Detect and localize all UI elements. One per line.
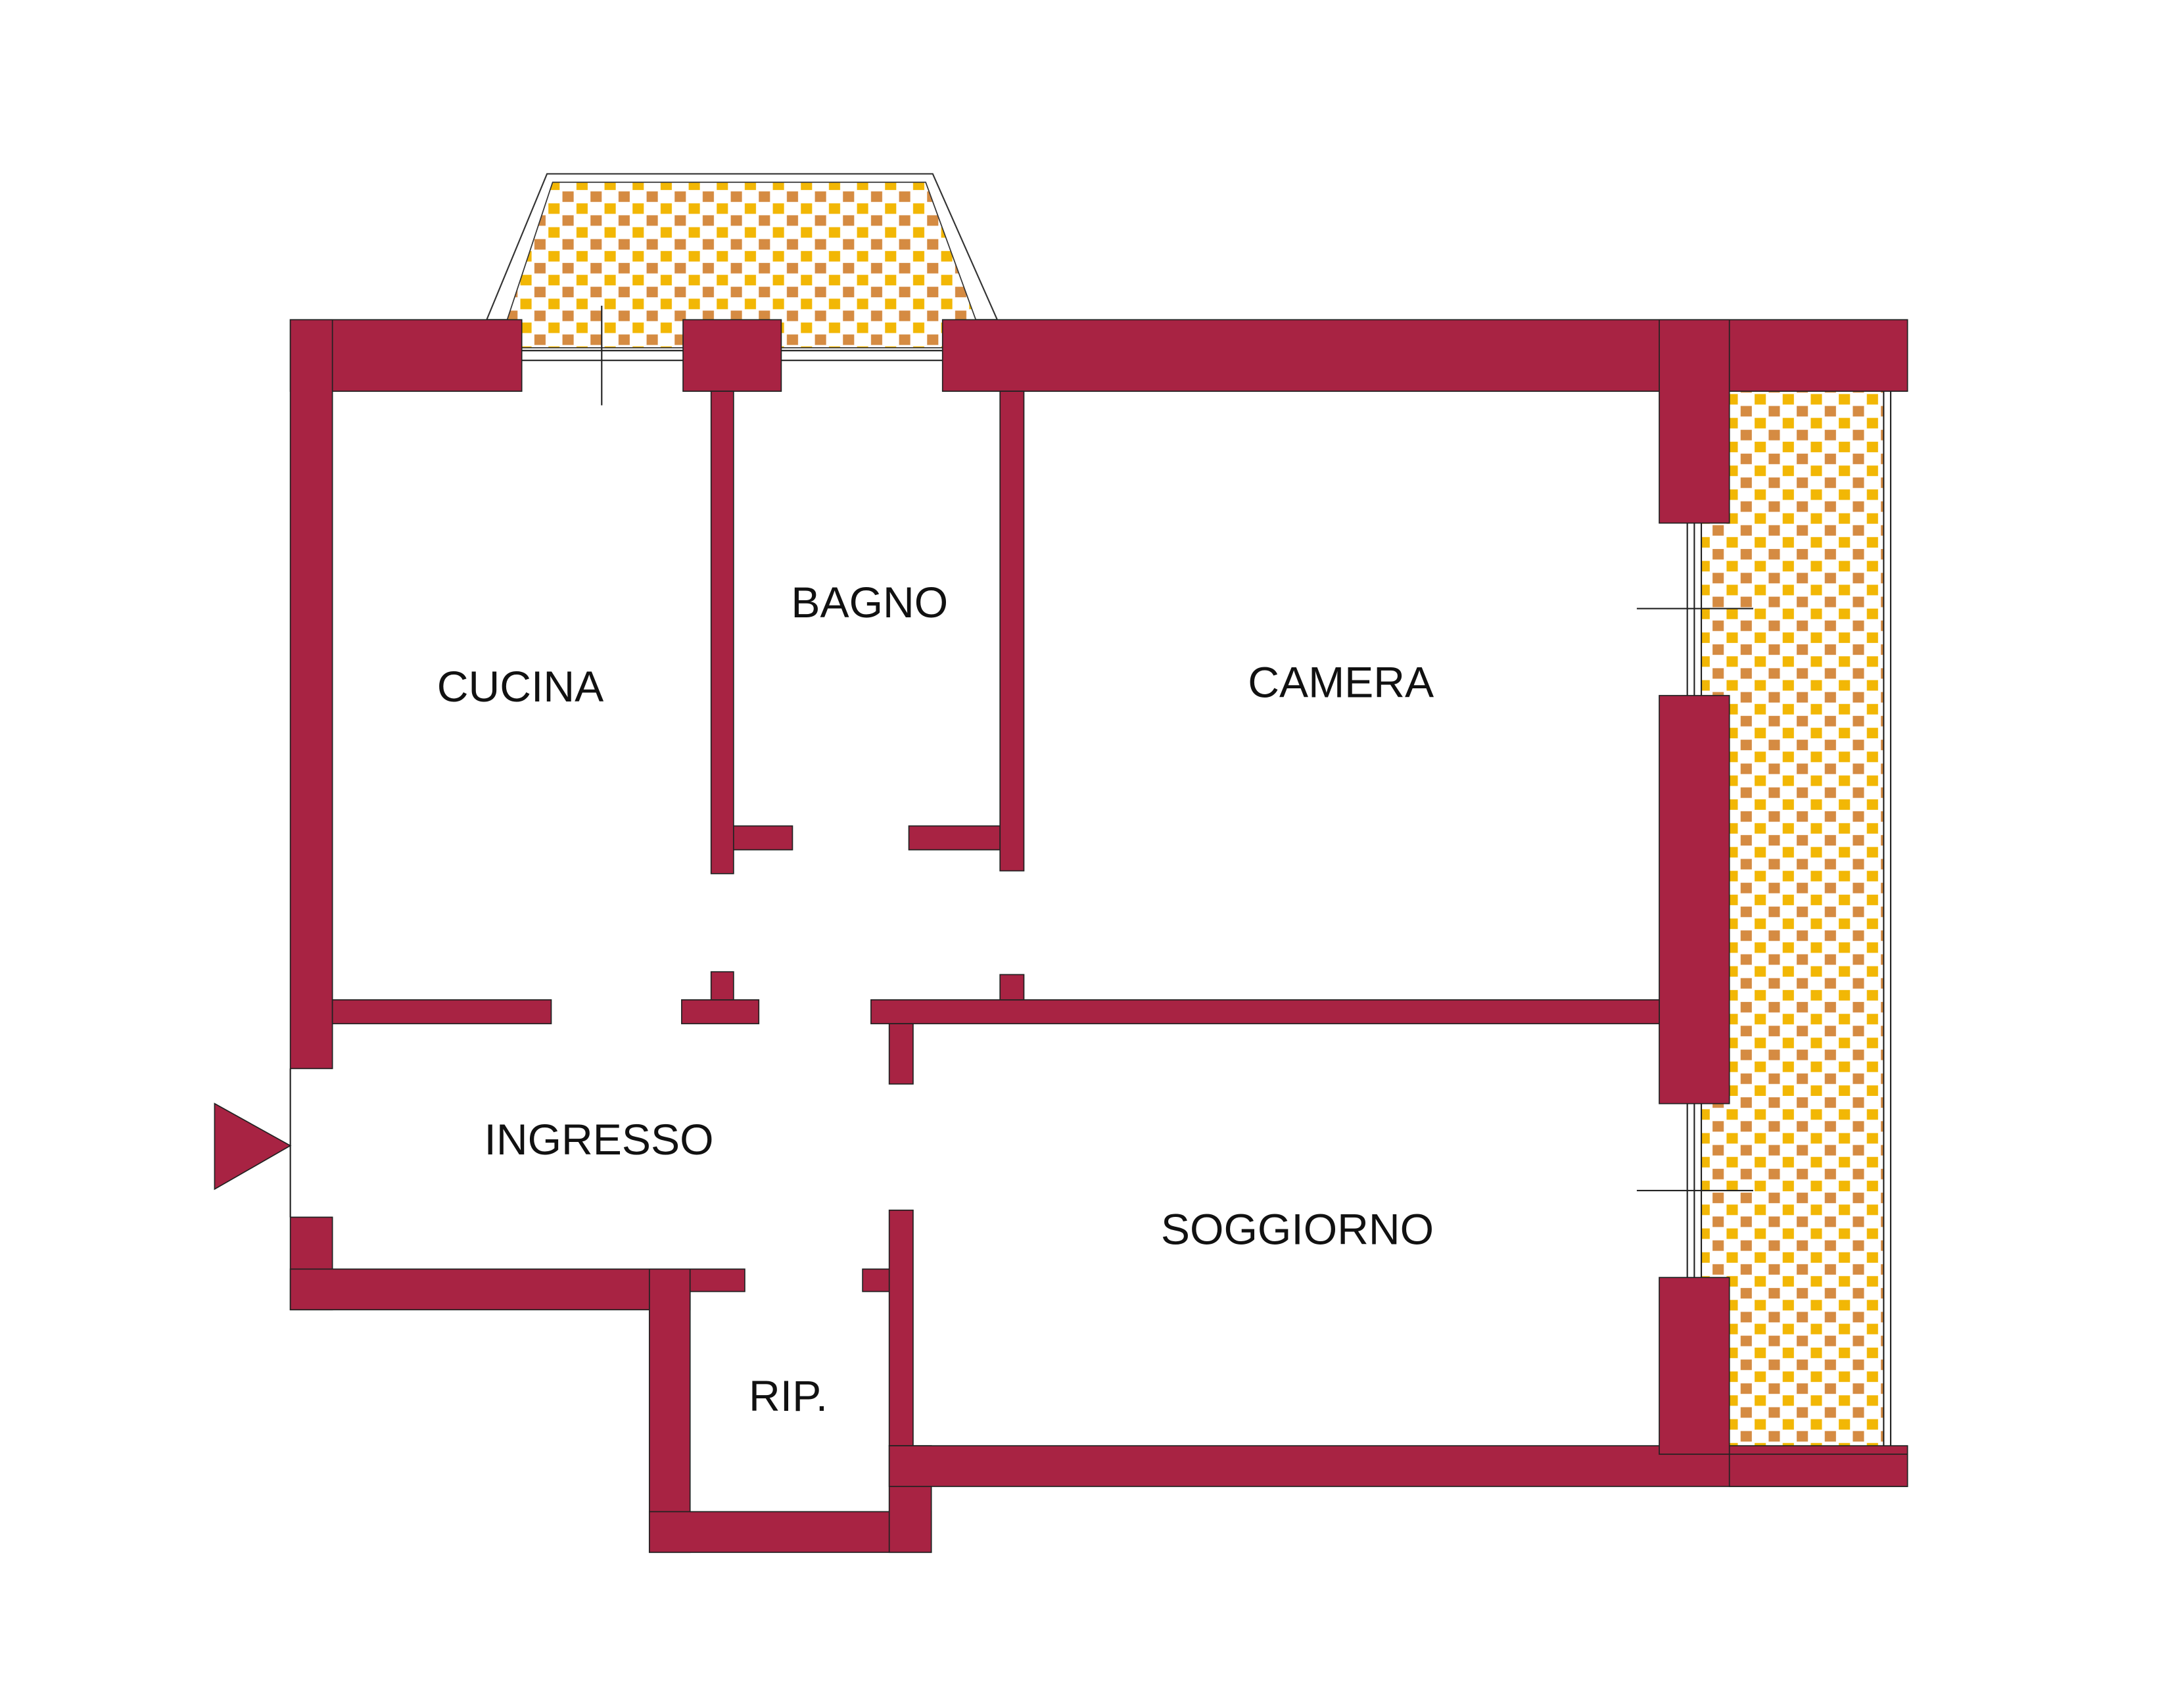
- room-label-cucina: CUCINA: [437, 663, 604, 711]
- walls: [289, 319, 1908, 1554]
- room-label-ripostiglio: RIP.: [749, 1372, 828, 1421]
- room-label-ingresso: INGRESSO: [484, 1116, 713, 1164]
- room-label-camera: CAMERA: [1248, 659, 1434, 707]
- entrance-arrow-icon: [214, 1103, 292, 1191]
- room-label-soggiorno: SOGGIORNO: [1161, 1205, 1434, 1254]
- room-label-bagno: BAGNO: [791, 579, 948, 627]
- terrace-right: [1636, 370, 1892, 1454]
